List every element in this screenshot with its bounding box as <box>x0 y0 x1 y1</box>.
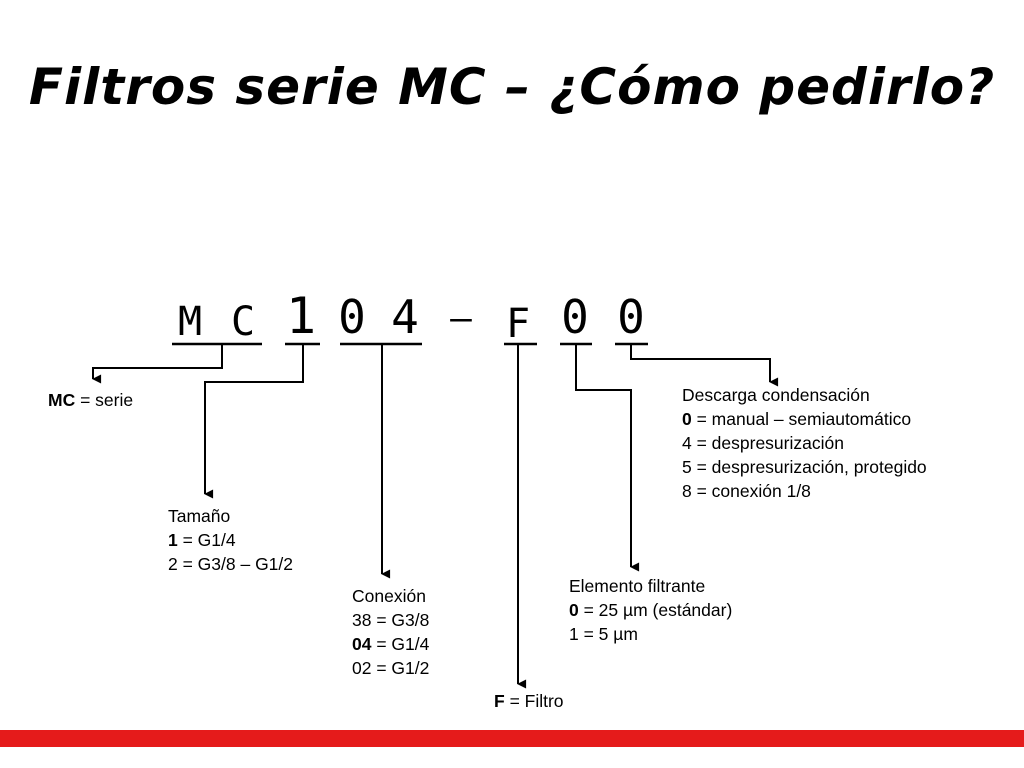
code-char-conn-0: 0 <box>338 290 366 344</box>
connector-element <box>575 344 640 572</box>
code-char-conn-4: 4 <box>391 290 419 344</box>
label-descarga-text-4: 8 = conexión 1/8 <box>682 481 811 501</box>
label-serie-key: MC <box>48 390 76 410</box>
label-serie-text: = serie <box>75 390 134 410</box>
code-char-element: 0 <box>561 290 589 344</box>
label-conexion-text-2: = G1/4 <box>371 634 430 654</box>
label-tamano-text-1: = G1/4 <box>177 530 236 550</box>
label-conexion-key-2: 04 <box>352 634 372 654</box>
label-descarga-text-1: = manual – semiautomático <box>691 409 912 429</box>
label-tamano-key-1: 1 <box>168 530 178 550</box>
label-tamano-text-2: 2 = G3/8 – G1/2 <box>168 554 294 574</box>
label-descarga-text-3: 5 = despresurización, protegido <box>682 457 927 477</box>
label-descarga: Descarga condensación 0 = manual – semia… <box>682 383 927 503</box>
label-elemento-text-2: 1 = 5 µm <box>569 624 638 644</box>
label-elemento-key-1: 0 <box>569 600 579 620</box>
connector-drain <box>630 344 779 387</box>
footer-accent-bar <box>0 730 1024 747</box>
label-conexion: Conexión 38 = G3/8 04 = G1/4 02 = G1/2 <box>352 584 429 680</box>
label-descarga-text-2: 4 = despresurización <box>682 433 844 453</box>
code-char-dash: – <box>450 298 472 339</box>
label-filtro-key: F <box>494 691 505 711</box>
code-char-m: M <box>178 299 202 345</box>
label-tamano: Tamaño 1 = G1/4 2 = G3/8 – G1/2 <box>168 504 293 576</box>
page-title: Filtros serie MC – ¿Cómo pedirlo? <box>28 58 996 116</box>
label-filtro-text: = Filtro <box>504 691 564 711</box>
label-elemento: Elemento filtrante 0 = 25 µm (estándar) … <box>569 574 732 646</box>
code-char-drain: 0 <box>617 290 645 344</box>
code-char-size: 1 <box>286 287 316 345</box>
label-tamano-heading: Tamaño <box>168 506 231 526</box>
label-conexion-text-3: 02 = G1/2 <box>352 658 430 678</box>
label-conexion-text-1: 38 = G3/8 <box>352 610 430 630</box>
label-elemento-heading: Elemento filtrante <box>569 576 706 596</box>
label-descarga-heading: Descarga condensación <box>682 385 870 405</box>
connector-serie <box>92 344 223 384</box>
label-conexion-heading: Conexión <box>352 586 426 606</box>
code-char-f: F <box>506 301 530 347</box>
code-char-c: C <box>231 299 255 345</box>
label-descarga-key-1: 0 <box>682 409 692 429</box>
label-serie: MC = serie <box>48 388 133 412</box>
connector-size <box>204 344 304 499</box>
label-elemento-text-1: = 25 µm (estándar) <box>578 600 733 620</box>
label-filtro: F = Filtro <box>494 689 564 713</box>
